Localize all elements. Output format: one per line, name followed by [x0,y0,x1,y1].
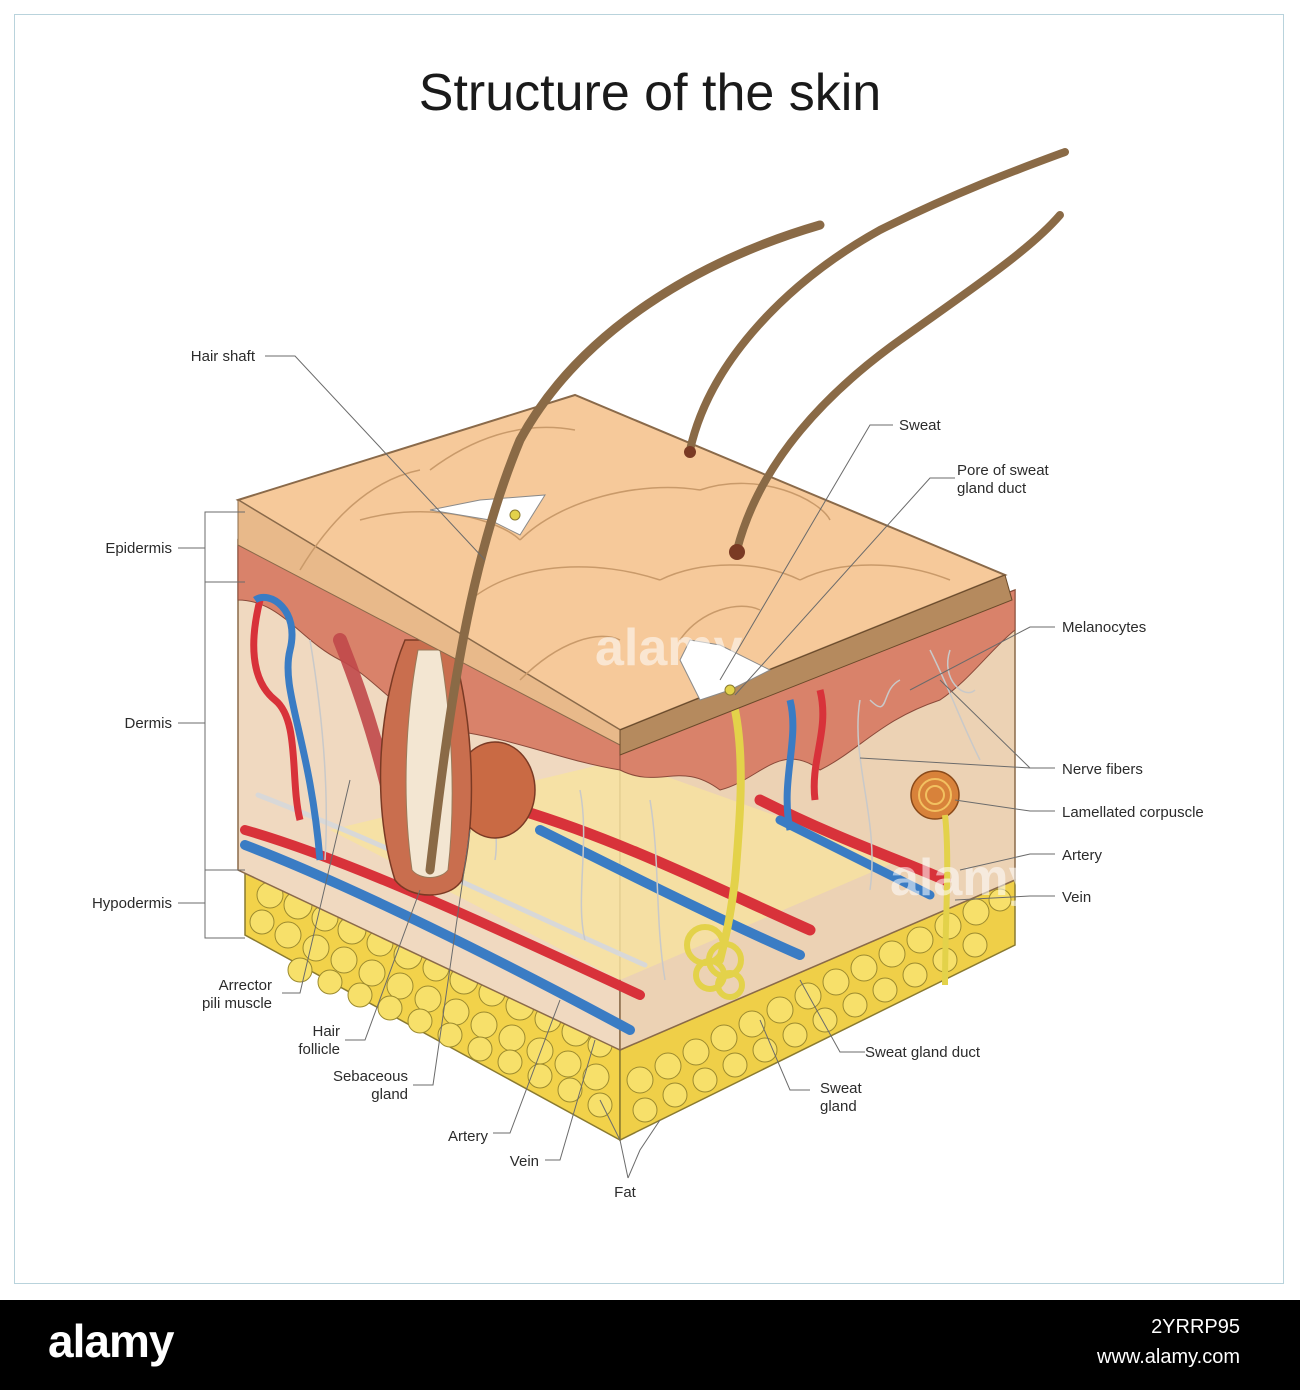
sweat-gland-coil [684,924,745,1000]
sweat-gland-duct [716,706,745,964]
vein-cutaway [535,825,805,960]
skin-surface-cells [299,426,951,681]
label-sweat-gland-duct: Sweat gland duct [865,1044,981,1061]
label-dermis: Dermis [125,715,173,732]
sweat-droplet-back [429,494,546,536]
label-follicle-line2: follicle [298,1041,340,1058]
alamy-logo: alamy [48,1315,174,1367]
epidermis-right-edge [619,574,1013,756]
label-nerve-fibers: Nerve fibers [1062,761,1143,778]
label-artery-left: Artery [448,1128,489,1145]
label-lamellated-corpuscle: Lamellated corpuscle [1062,804,1204,821]
label-fat: Fat [614,1184,637,1201]
label-vein-left: Vein [510,1153,539,1170]
skin-diagram: Structure of the skin [92,64,1204,1201]
hair-strand-2 [686,148,1069,454]
vein-loop-left [253,594,324,861]
label-sweat-gland-line2: gland [820,1098,857,1115]
label-artery-right: Artery [1062,847,1103,864]
label-follicle-line1: Hair [312,1023,340,1040]
labels: Hair shaft Epidermis Dermis Hypodermis A… [92,348,1204,1201]
vein-left-face [240,840,635,1035]
sweat-droplet [679,639,772,701]
hair-pore-2 [729,544,745,560]
label-sweat: Sweat [899,417,942,434]
label-sebaceous-line2: gland [371,1086,408,1103]
hair-pore-1 [684,446,696,458]
label-arrector-line1: Arrector [219,977,272,994]
label-melanocytes: Melanocytes [1062,619,1146,636]
papillary-dermis-right [619,589,1016,791]
hair-strand-3 [733,211,1064,554]
sweat-pore [724,684,736,696]
skin-block-illustration [235,148,1069,1142]
label-hair-shaft: Hair shaft [191,348,256,365]
label-sebaceous-line1: Sebaceous [333,1068,408,1085]
label-arrector-line2: pili muscle [202,995,272,1012]
leader-lines [265,355,1055,1179]
watermark-center: alamy [595,619,743,677]
site-url: www.alamy.com [1097,1346,1240,1368]
label-pore-line2: gland duct [957,480,1027,497]
label-pore-line1: Pore of sweat [957,462,1050,479]
page-title: Structure of the skin [419,64,881,122]
lamellated-corpuscle [910,770,960,986]
label-hypodermis: Hypodermis [92,895,172,912]
label-vein-right: Vein [1062,889,1091,906]
vein-vertical-right [783,699,797,831]
footer-image-info: 2YRRP95 www.alamy.com [1097,1312,1240,1372]
nerve-fibers-lines [309,639,981,981]
sweat-pore-back [509,509,521,521]
label-epidermis: Epidermis [105,540,172,557]
artery-vertical-right [810,689,827,801]
artery-loop-left [250,599,304,821]
label-sweat-gland-line1: Sweat [820,1080,863,1097]
artery-left-face [240,825,645,1000]
artery-cutaway [514,804,816,936]
layer-brackets [178,511,245,939]
vein-right-face [775,815,935,900]
footer-bar: alamy 2YRRP95 www.alamy.com [0,1300,1300,1390]
image-id: 2YRRP95 [1151,1316,1240,1338]
hair-strand-1 [425,220,825,875]
